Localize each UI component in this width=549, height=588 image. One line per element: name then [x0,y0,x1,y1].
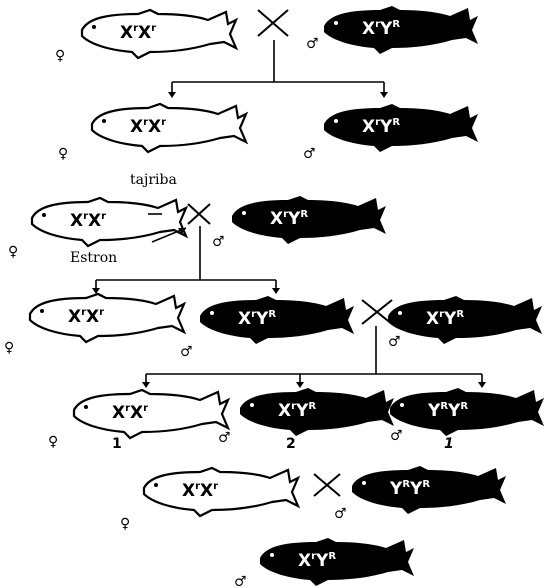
fish-male-rR-4: XrYR [200,296,354,344]
male-symbol-6: ♂ [218,430,231,446]
fish-female-rr-4: XrXr [28,292,186,344]
fish-male-rR-5: XrYR [388,296,542,344]
fish-male-rR-2: XrYR [324,104,478,152]
svg-text:XrXr: XrXr [130,117,166,137]
fish-female-rr-6: XrXr [142,466,300,518]
male-symbol-5: ♂ [388,334,401,350]
svg-text:XrXr: XrXr [182,481,218,501]
ratio-1: 1 [112,436,122,452]
female-symbol-2: ♀ [58,146,68,162]
ratio-3: 1 [444,436,454,452]
genotype-male-rR-1: XrYR [362,19,400,39]
female-symbol-3: ♀ [8,244,18,260]
fish-male-rR-3: XrYR [232,196,386,244]
female-symbol-5: ♀ [48,434,58,450]
male-symbol-9: ♂ [234,574,247,588]
fish-male-rR-1: XrYR [324,6,478,54]
male-symbol-1: ♂ [306,36,319,52]
female-symbol-1: ♀ [55,48,65,64]
cross-symbol-1 [257,9,289,37]
cross-symbol-4 [313,473,341,497]
male-symbol-2: ♂ [303,146,316,162]
svg-text:YRYR: YRYR [389,479,430,499]
male-symbol-7: ♂ [390,428,403,444]
male-symbol-8: ♂ [334,506,347,522]
svg-text:XrYR: XrYR [278,401,316,421]
svg-text:XrYR: XrYR [270,209,308,229]
fish-male-RR-1: YRYR [390,388,544,436]
female-symbol-6: ♀ [120,516,130,532]
fish-female-rr-1: XrXr [80,8,238,60]
cross-symbol-2 [187,203,211,225]
svg-text:XrYR: XrYR [238,309,276,329]
male-symbol-3: ♂ [212,234,225,250]
svg-text:XrXr: XrXr [68,307,104,327]
svg-text:XrYR: XrYR [298,551,336,571]
fish-male-rR-6: XrYR [240,388,394,436]
fish-female-rr-5: XrXr [72,388,230,440]
male-symbol-4: ♂ [180,344,193,360]
fish-male-RR-2: YRYR [352,466,506,514]
cross-symbol-3 [361,299,393,325]
label-experiment: tajriba [130,172,177,188]
female-symbol-4: ♀ [4,340,14,356]
connector-1 [171,40,385,94]
fish-female-rr-3: XrXr [30,196,188,248]
svg-text:YRYR: YRYR [427,401,468,421]
ratio-2: 2 [286,436,296,452]
svg-text:XrYR: XrYR [426,309,464,329]
label-hormone: Estron [70,250,117,266]
svg-text:XrXr: XrXr [112,403,148,423]
svg-text:XrYR: XrYR [362,117,400,137]
genotype-female-rr-1: XrXr [120,23,156,43]
svg-text:XrXr: XrXr [70,211,106,231]
fish-female-rr-2: XrXr [90,102,248,154]
fish-male-rR-7: XrYR [260,538,414,586]
